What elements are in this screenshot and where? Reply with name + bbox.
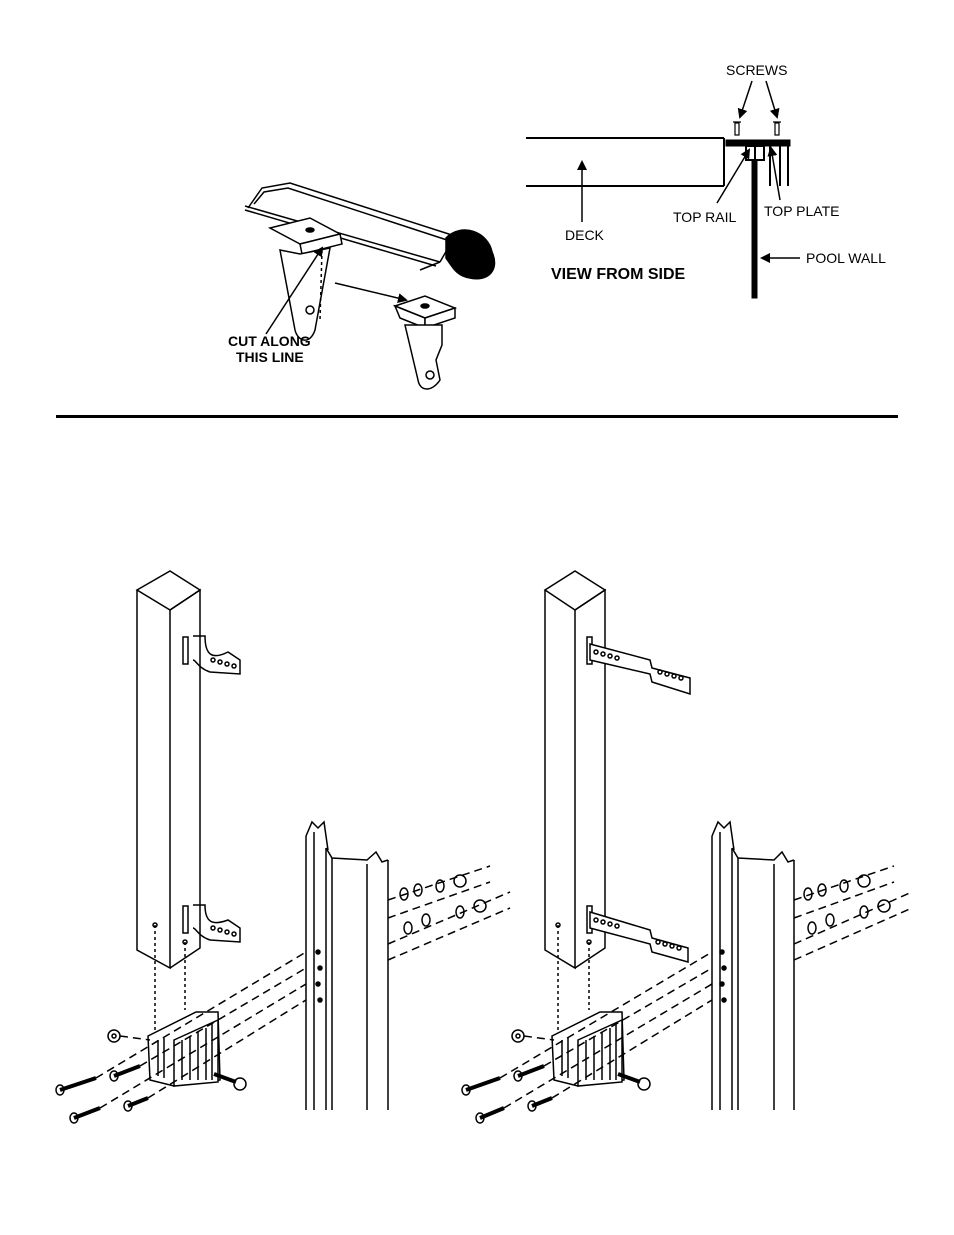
hardware-washers (399, 874, 487, 935)
screw-icon (461, 1076, 501, 1096)
cut-along-label-line2: THIS LINE (236, 349, 304, 365)
post-assembly-long-strap (461, 570, 913, 1124)
screws-label: SCREWS (726, 62, 787, 78)
short-strap-lower (192, 904, 241, 943)
section-divider (56, 415, 898, 418)
screw-icon (773, 121, 781, 136)
deck-label: DECK (565, 227, 605, 243)
upright-post (135, 570, 202, 970)
screw-icon (527, 1096, 553, 1112)
pool-wall (751, 159, 758, 299)
hardware-washers (803, 874, 891, 935)
screw-icon (69, 1106, 101, 1124)
view-from-side-label: VIEW FROM SIDE (551, 266, 686, 283)
screw-icon (109, 1064, 141, 1082)
hacksaw-cut-illustration (244, 182, 496, 390)
screw-icon (733, 121, 741, 136)
bracket-cut (392, 295, 458, 390)
screw-icon (513, 1064, 545, 1082)
wall-channel (711, 820, 795, 1110)
screw-icon (475, 1106, 505, 1124)
top-rail-assembly (725, 139, 791, 186)
wall-channel (305, 820, 389, 1110)
hacksaw (244, 182, 496, 280)
screw-icon (617, 1072, 651, 1091)
screw-icon (123, 1096, 149, 1112)
hacksaw-handle (445, 229, 496, 280)
nut-icon (511, 1029, 525, 1043)
top-plate-label: TOP PLATE (764, 203, 839, 219)
pool-wall-label: POOL WALL (806, 250, 886, 266)
upright-post (543, 570, 607, 970)
anchor-bracket (147, 1011, 221, 1087)
long-strap-upper (589, 643, 691, 696)
screw-icon (213, 1072, 247, 1091)
bracket-uncut (267, 217, 343, 341)
nut-icon (107, 1029, 121, 1043)
deck (526, 137, 725, 187)
anchor-bracket (551, 1011, 625, 1087)
short-strap-upper (192, 635, 241, 675)
post-assembly-short-strap (55, 570, 511, 1124)
screw-icon (55, 1076, 97, 1096)
long-strap-lower (589, 910, 689, 963)
cut-along-label-line1: CUT ALONG (228, 333, 311, 349)
top-rail-label: TOP RAIL (673, 209, 737, 225)
side-view-diagram (526, 80, 800, 299)
